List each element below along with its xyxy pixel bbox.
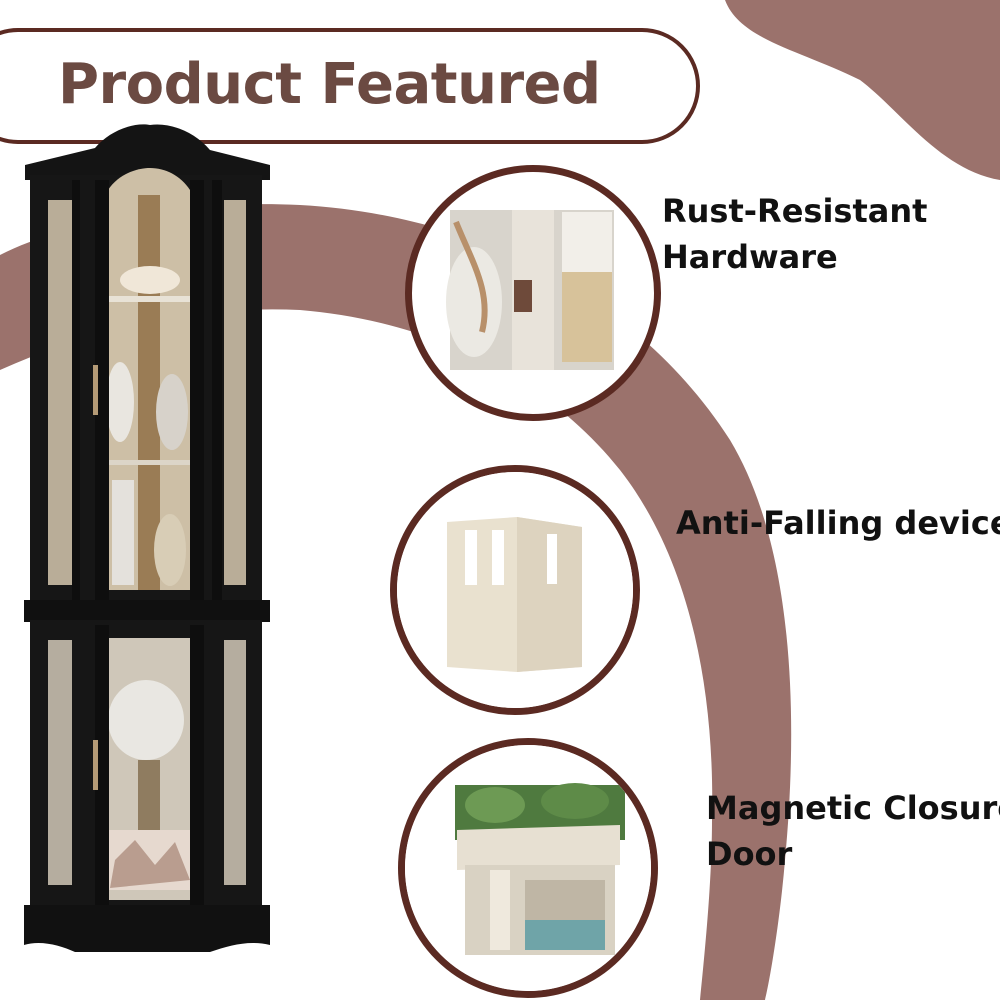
magnetic-door-image [405, 745, 651, 991]
feature-label-3: Magnetic Closure Door [706, 785, 1000, 877]
feature-image-circle-2 [390, 465, 640, 715]
feature-3-line1: Magnetic Closure [706, 789, 1000, 827]
feature-image-circle-1 [405, 165, 661, 421]
page-title: Product Featured [58, 52, 601, 117]
feature-1-line1: Rust-Resistant [662, 192, 928, 230]
feature-label-2: Anti-Falling device [676, 500, 1000, 546]
hinge-closeup-image [446, 210, 614, 370]
feature-label-1: Rust-Resistant Hardware [662, 188, 927, 280]
feature-1-line2: Hardware [662, 238, 838, 276]
corner-blob [725, 0, 1000, 180]
title-pill [0, 28, 700, 144]
curio-cabinet-image [24, 124, 270, 952]
watermark: 豆包AI生成 [852, 950, 972, 975]
feature-image-circle-3 [398, 738, 658, 998]
wooden-bracket-image [397, 472, 633, 708]
feature-3-line2: Door [706, 835, 793, 873]
feature-2-line1: Anti-Falling device [676, 504, 1000, 542]
